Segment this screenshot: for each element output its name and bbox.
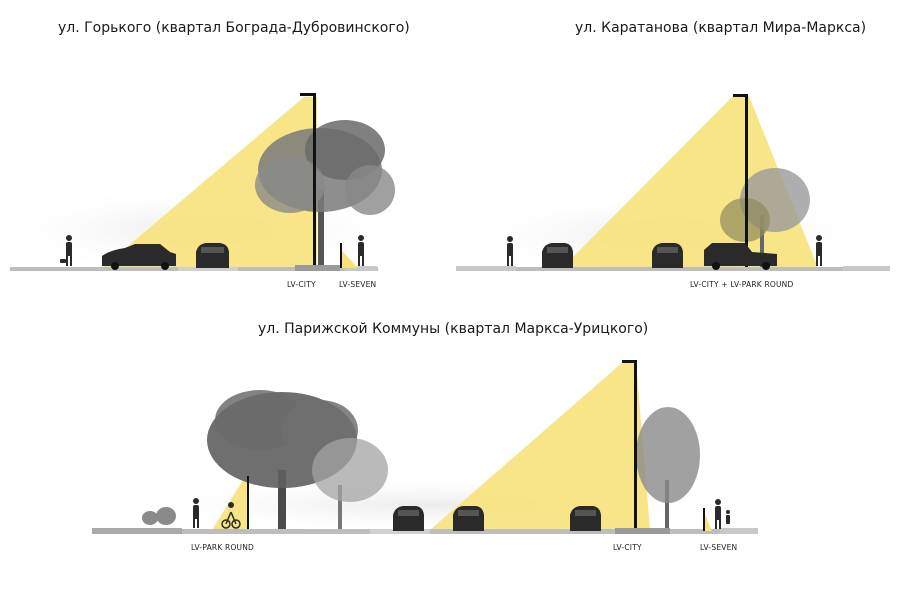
pedestrian-icon	[715, 499, 730, 529]
car-front-icon	[652, 243, 683, 268]
label-lv-city: LV-CITY	[613, 543, 642, 552]
car-front-icon	[570, 506, 601, 531]
label-lv-seven: LV-SEVEN	[339, 280, 377, 289]
car-icon	[102, 244, 176, 270]
pedestrian-icon	[60, 235, 72, 266]
street-lamp-icon	[300, 93, 316, 269]
label-lv-city: LV-CITY	[287, 280, 316, 289]
tree-icon	[255, 120, 395, 268]
pedestrian-icon	[507, 236, 513, 266]
section-2-drawing	[440, 94, 900, 280]
section-2-title: ул. Каратанова (квартал Мира-Маркса)	[575, 20, 867, 36]
section-3-title: ул. Парижской Коммуны (квартал Маркса-Ур…	[258, 321, 649, 337]
car-front-icon	[453, 506, 484, 531]
label-lv-city-park-round: LV-CITY + LV-PARK ROUND	[690, 280, 794, 289]
street-lamp-icon	[622, 360, 637, 532]
street-lamp-icon	[733, 94, 748, 269]
section-1-drawing	[0, 93, 420, 275]
light-cone	[102, 97, 317, 268]
bush-icon	[142, 507, 176, 525]
label-lv-park-round: LV-PARK ROUND	[191, 543, 255, 552]
tree-icon	[312, 438, 388, 530]
tree-icon	[636, 407, 700, 530]
pedestrian-icon	[816, 235, 822, 266]
ground	[456, 267, 890, 271]
car-front-icon	[393, 506, 424, 531]
car-front-icon	[542, 243, 573, 268]
label-lv-seven: LV-SEVEN	[700, 543, 738, 552]
car-front-icon	[196, 243, 229, 268]
section-1-title: ул. Горького (квартал Бограда-Дубровинск…	[58, 20, 410, 36]
section-3-drawing	[92, 360, 760, 535]
light-cone	[430, 362, 650, 530]
cyclist-icon	[221, 502, 241, 529]
pedestrian-icon	[358, 235, 364, 266]
pedestrian-icon	[193, 498, 199, 528]
suv-icon	[704, 243, 777, 270]
